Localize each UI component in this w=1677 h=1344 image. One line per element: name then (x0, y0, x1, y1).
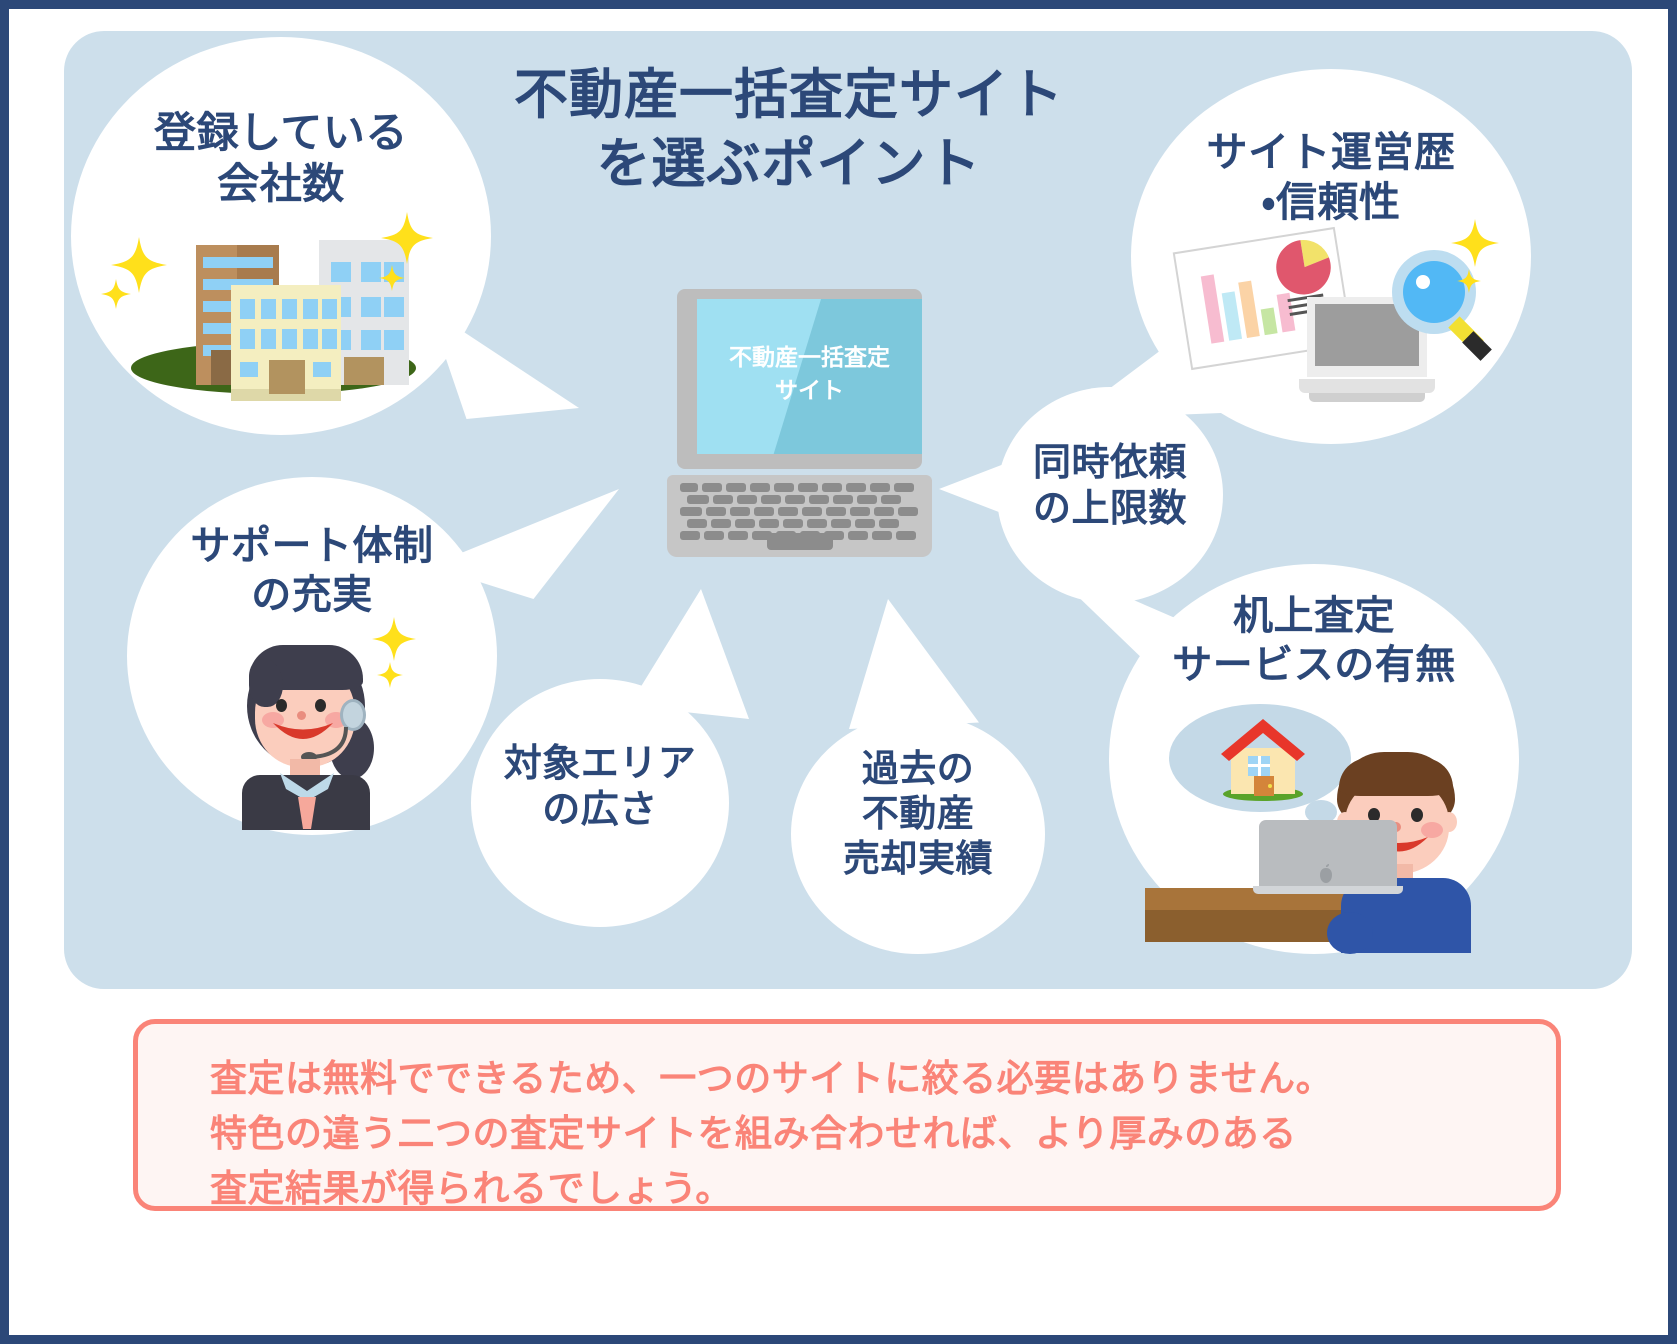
bubble-label-support-system: サポート体制 の充実 (190, 524, 434, 617)
keyboard-row (680, 495, 920, 504)
keyboard-key (874, 507, 894, 516)
keyboard-key (783, 519, 803, 528)
bubble-site-history-trust[interactable]: サイト運営歴 ・信頼性 (1131, 69, 1531, 444)
keyboard-key (680, 531, 700, 540)
keyboard-key (752, 531, 772, 540)
laptop-screen: 不動産一括査定 サイト (697, 299, 922, 454)
keyboard-key (807, 519, 827, 528)
bubble-target-area[interactable]: 対象エリア の広さ (471, 679, 729, 927)
keyboard-key (759, 519, 779, 528)
bubble-desk-appraisal[interactable]: 机上査定 サービスの有無 (1109, 564, 1519, 954)
bubble-label-simultaneous-limit: 同時依頼 の上限数 (1032, 442, 1187, 531)
keyboard-row (680, 519, 920, 528)
keyboard-key (870, 483, 890, 492)
keyboard-key (680, 507, 702, 516)
keyboard-key (798, 483, 818, 492)
sparkle-icon (377, 662, 403, 688)
keyboard-key (879, 519, 899, 528)
sparkle-icon (372, 617, 416, 661)
boy-laptop-house-icon (1127, 692, 1507, 954)
keyboard-key (857, 495, 877, 504)
headset-operator-icon (222, 617, 416, 830)
keyboard-key (896, 531, 916, 540)
bubble-registered-companies[interactable]: 登録している 会社数 (71, 37, 491, 435)
keyboard-key (711, 519, 731, 528)
keyboard-key (881, 495, 901, 504)
bubble-simultaneous-limit[interactable]: 同時依頼 の上限数 (997, 387, 1223, 603)
keyboard-key (774, 483, 794, 492)
bubble-label-site-history-trust: サイト運営歴 ・信頼性 (1206, 129, 1456, 226)
keyboard-key (750, 483, 770, 492)
keyboard-key (735, 519, 755, 528)
house-icon (1221, 719, 1305, 801)
keyboard-row (680, 483, 920, 492)
laptop-base (667, 475, 932, 557)
keyboard-key (831, 519, 851, 528)
keyboard-key (809, 495, 829, 504)
keyboard-key (898, 507, 918, 516)
keyboard-key (687, 495, 709, 504)
keyboard-key (702, 483, 722, 492)
bubble-label-desk-appraisal: 机上査定 サービスの有無 (1172, 594, 1456, 687)
laptop-screen-text: 不動産一括査定 サイト (729, 344, 890, 404)
keyboard-key (824, 531, 844, 540)
keyboard-key (726, 483, 746, 492)
keyboard-key (848, 531, 868, 540)
office-buildings-icon (91, 212, 471, 417)
sparkle-icon (1451, 219, 1499, 267)
bubble-past-sales-record[interactable]: 過去の 不動産 売却実績 (791, 714, 1045, 954)
keyboard-row (680, 507, 920, 516)
keyboard-key (850, 507, 870, 516)
keyboard-key (826, 507, 846, 516)
keyboard-key (833, 495, 853, 504)
note-text: 査定は無料でできるため、一つのサイトに絞る必要はありません。 特色の違う二つの査… (210, 1058, 1334, 1209)
keyboard-key (894, 483, 914, 492)
keyboard-key (754, 507, 774, 516)
keyboard-key (713, 495, 733, 504)
keyboard-key (730, 507, 750, 516)
bubble-label-registered-companies: 登録している 会社数 (154, 109, 408, 208)
note-box: 査定は無料でできるため、一つのサイトに絞る必要はありません。 特色の違う二つの査… (133, 1019, 1561, 1211)
keyboard-key (802, 507, 822, 516)
keyboard-key (737, 495, 757, 504)
sparkle-icon (111, 237, 167, 293)
sparkle-icon (379, 265, 405, 291)
keyboard-key (687, 519, 707, 528)
laptop-trackpad (767, 533, 833, 550)
laptop-illustration: 不動産一括査定 サイト (667, 289, 932, 559)
bubble-label-target-area: 対象エリア の広さ (503, 743, 697, 832)
keyboard-key (855, 519, 875, 528)
keyboard-key (728, 531, 748, 540)
keyboard-key (704, 531, 724, 540)
sparkle-icon (101, 279, 131, 309)
keyboard-key (761, 495, 781, 504)
sparkle-icon (381, 212, 433, 264)
bubble-label-past-sales-record: 過去の 不動産 売却実績 (843, 748, 993, 880)
chart-laptop-magnifier-icon (1161, 219, 1511, 429)
page-title: 不動産一括査定サイト を選ぶポイント (514, 65, 1064, 195)
keyboard-key (872, 531, 892, 540)
keyboard-key (785, 495, 805, 504)
magnifier-icon (1392, 250, 1492, 361)
sparkle-icon (1457, 269, 1481, 293)
keyboard-key (846, 483, 866, 492)
laptop-lid: 不動産一括査定 サイト (677, 289, 922, 469)
keyboard-key (778, 507, 798, 516)
keyboard-key (822, 483, 842, 492)
bubble-support-system[interactable]: サポート体制 の充実 (127, 477, 497, 835)
keyboard-key (706, 507, 726, 516)
keyboard-key (680, 483, 698, 492)
